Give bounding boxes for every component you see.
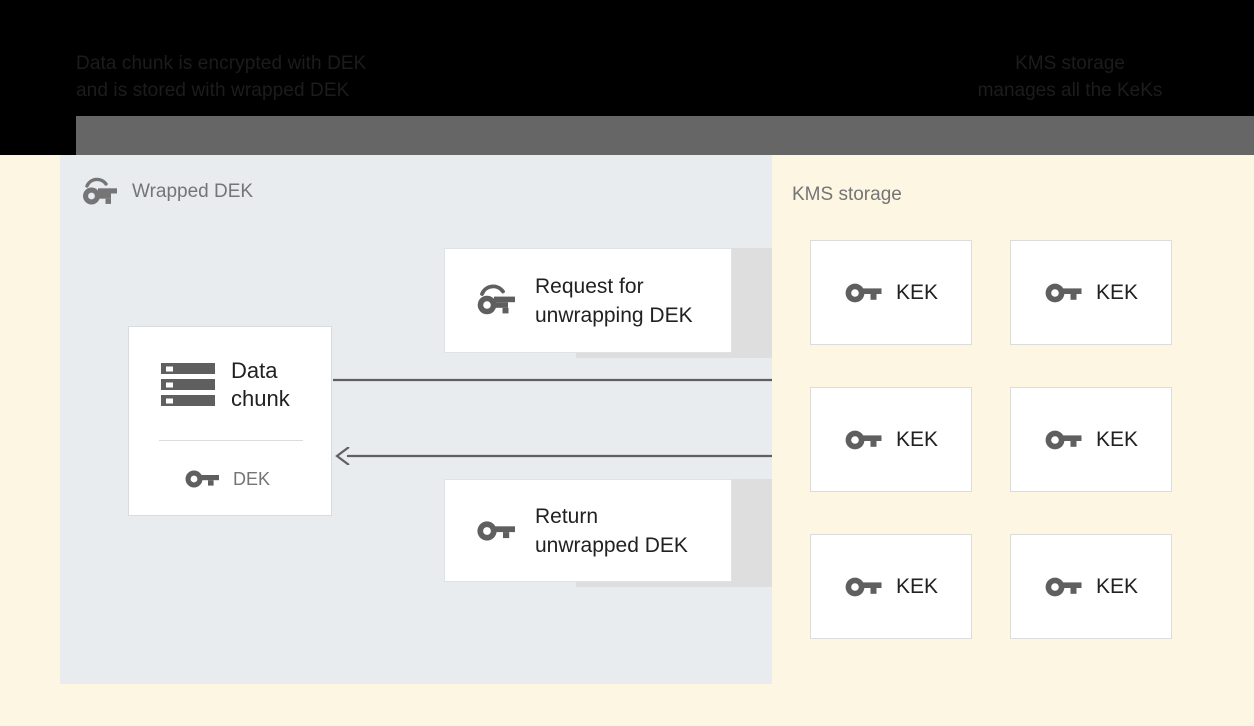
kek-card-label: KEK bbox=[895, 427, 939, 451]
key-icon bbox=[1044, 279, 1082, 307]
data-chunk-label: Data chunk bbox=[231, 358, 290, 411]
key-icon bbox=[1044, 426, 1082, 454]
kek-card-label: KEK bbox=[895, 280, 939, 304]
wrapped-dek-panel-title: Wrapped DEK bbox=[132, 181, 254, 202]
header-caption-left: Data chunk is encrypted with DEK and is … bbox=[76, 53, 367, 101]
header-gray-band bbox=[0, 116, 1254, 155]
key-wrapped-icon bbox=[80, 177, 118, 207]
return-card-content: Return unwrapped DEK bbox=[445, 502, 688, 560]
kek-card[interactable]: KEK bbox=[1010, 240, 1172, 345]
kek-card[interactable]: KEK bbox=[1010, 534, 1172, 639]
request-card-label: Request for unwrapping DEK bbox=[535, 274, 693, 327]
dek-row: DEK bbox=[185, 467, 270, 491]
kek-card[interactable]: KEK bbox=[810, 387, 972, 492]
server-stack-icon bbox=[161, 361, 215, 409]
data-chunk-divider bbox=[159, 440, 303, 441]
kms-storage-panel: KMS storage KEK bbox=[772, 155, 1254, 684]
header-band: Data chunk is encrypted with DEK and is … bbox=[0, 0, 1254, 116]
kek-grid: KEK KEK bbox=[810, 240, 1172, 639]
data-chunk-row: Data chunk bbox=[161, 357, 290, 413]
request-card-content: Request for unwrapping DEK bbox=[445, 272, 693, 330]
wrapped-dek-panel: Wrapped DEK Data chunk bbox=[60, 155, 833, 684]
header-caption-right: KMS storage manages all the KeKs bbox=[977, 53, 1163, 101]
key-icon bbox=[475, 516, 517, 546]
data-chunk-card[interactable]: Data chunk DEK bbox=[128, 326, 332, 516]
kek-card-label: KEK bbox=[1095, 280, 1139, 304]
key-icon bbox=[1044, 573, 1082, 601]
kms-storage-panel-title: KMS storage bbox=[792, 184, 902, 205]
key-icon bbox=[185, 467, 219, 491]
key-icon bbox=[844, 573, 882, 601]
request-arrow bbox=[333, 371, 833, 389]
key-wrapped-icon bbox=[475, 283, 517, 318]
return-arrow bbox=[335, 447, 833, 465]
dek-label: DEK bbox=[233, 468, 271, 489]
kek-card[interactable]: KEK bbox=[1010, 387, 1172, 492]
return-card-label: Return unwrapped DEK bbox=[535, 504, 688, 557]
key-icon bbox=[844, 279, 882, 307]
header-gray-band-notch bbox=[0, 116, 76, 155]
kek-card[interactable]: KEK bbox=[810, 240, 972, 345]
kek-card-label: KEK bbox=[1095, 427, 1139, 451]
kek-card[interactable]: KEK bbox=[810, 534, 972, 639]
kek-card-label: KEK bbox=[1095, 574, 1139, 598]
key-icon bbox=[844, 426, 882, 454]
return-unwrapped-dek-card[interactable]: Return unwrapped DEK bbox=[444, 479, 732, 582]
diagram-stage: Wrapped DEK Data chunk bbox=[0, 155, 1254, 726]
kek-card-label: KEK bbox=[895, 574, 939, 598]
request-unwrap-dek-card[interactable]: Request for unwrapping DEK bbox=[444, 248, 732, 353]
wrapped-dek-panel-header: Wrapped DEK bbox=[80, 177, 253, 207]
